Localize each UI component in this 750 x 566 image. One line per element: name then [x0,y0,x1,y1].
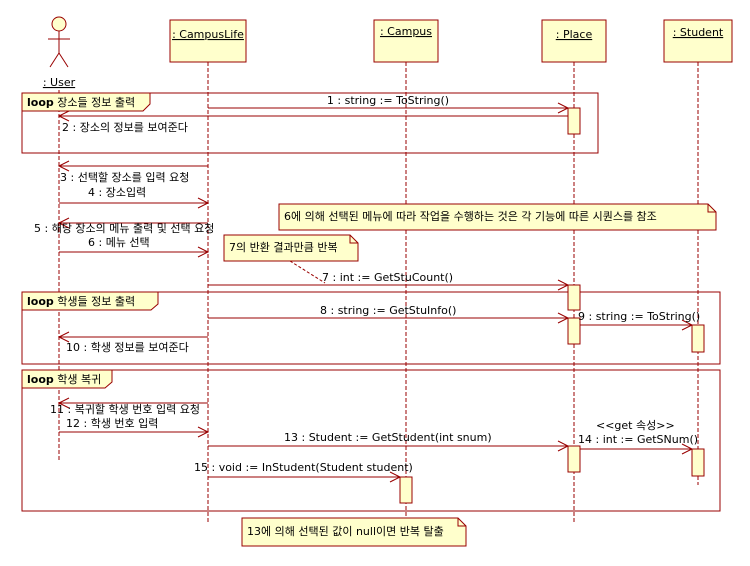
message-15-label: 15 : void := InStudent(Student student) [194,461,413,474]
message-4-label: 4 : 장소입력 [88,186,146,199]
message-6-label: 6 : 메뉴 선택 [88,236,150,249]
note-text: 7의 반환 결과만큼 반복 [229,241,338,254]
activation-student-14 [691,448,705,477]
lifeline-name-campus: : Campus [380,25,432,38]
message-13-label: 13 : Student := GetStudent(int snum) [284,431,492,444]
lifeline-head-campus: : Campus [373,19,439,63]
activation-campus-15 [399,476,413,504]
note-menu-reference: 6에 의해 선택된 메뉴에 따라 작업을 수행하는 것은 각 기능에 따른 시퀀… [278,203,717,231]
message-1-label: 1 : string := ToString() [327,94,449,107]
lifeline-name-campuslife: : CampusLife [172,28,244,41]
message-8-label: 8 : string := GetStuInfo() [320,304,456,317]
message-arrows [57,102,694,483]
svg-text:loop 학생 복귀: loop 학생 복귀 [27,373,101,386]
svg-text:loop 학생들 정보 출력: loop 학생들 정보 출력 [27,295,135,308]
loop-frame-students: loop 학생들 정보 출력 [21,291,721,365]
activation-place-8 [567,317,581,345]
loop-frame-return: loop 학생 복귀 [21,369,721,512]
note-text: 13에 의해 선택된 값이 null이면 반복 탈출 [247,524,444,538]
activation-place-1 [567,107,581,135]
message-3-label: 3 : 선택할 장소를 입력 요청 [60,171,189,184]
message-10-label: 10 : 학생 정보를 보여준다 [66,341,189,354]
note-null-exit: 13에 의해 선택된 값이 null이면 반복 탈출 [241,517,467,547]
lifeline-name-student: : Student [673,26,724,39]
loop-frame-places: loop 장소들 정보 출력 [21,92,599,154]
message-9-label: 9 : string := ToString() [578,310,700,323]
actor-name: : User [43,76,76,89]
frame-keyword: loop [27,295,54,308]
frame-label: 학생들 정보 출력 [57,295,135,308]
activation-place-7 [567,284,581,311]
frame-keyword: loop [27,96,54,109]
note-loop-count: 7의 반환 결과만큼 반복 [223,234,359,284]
lifeline-head-student: : Student [663,19,733,63]
message-11-label: 11 : 복귀할 학생 번호 입력 요청 [50,403,200,416]
stereotype-label: <<get 속성>> [596,419,675,432]
note-text: 6에 의해 선택된 메뉴에 따라 작업을 수행하는 것은 각 기능에 따른 시퀀… [284,209,657,223]
svg-text:loop 장소들 정보 출력: loop 장소들 정보 출력 [27,96,135,109]
activation-place-13 [567,445,581,473]
frame-keyword: loop [27,373,54,386]
frame-label: 학생 복귀 [57,373,101,386]
message-7-label: 7 : int := GetStuCount() [322,271,453,284]
message-14-label: 14 : int := GetSNum() [578,433,698,446]
lifeline-head-campuslife: : CampusLife [169,19,247,63]
activation-student-9 [691,324,705,353]
message-2-label: 2 : 장소의 정보를 보여준다 [62,121,188,134]
user-actor: : User [43,16,76,89]
actor-head [51,16,67,32]
message-5-label: 5 : 해당 장소의 메뉴 출력 및 선택 요청 [34,221,214,235]
activation-bars [399,107,705,504]
lifeline-head-place: : Place [541,19,607,63]
frame-label: 장소들 정보 출력 [57,96,135,109]
lifeline-name-place: : Place [556,28,593,41]
note-connector [289,260,326,284]
message-12-label: 12 : 학생 번호 입력 [66,417,158,430]
message-labels: 1 : string := ToString() 2 : 장소의 정보를 보여준… [34,94,700,474]
